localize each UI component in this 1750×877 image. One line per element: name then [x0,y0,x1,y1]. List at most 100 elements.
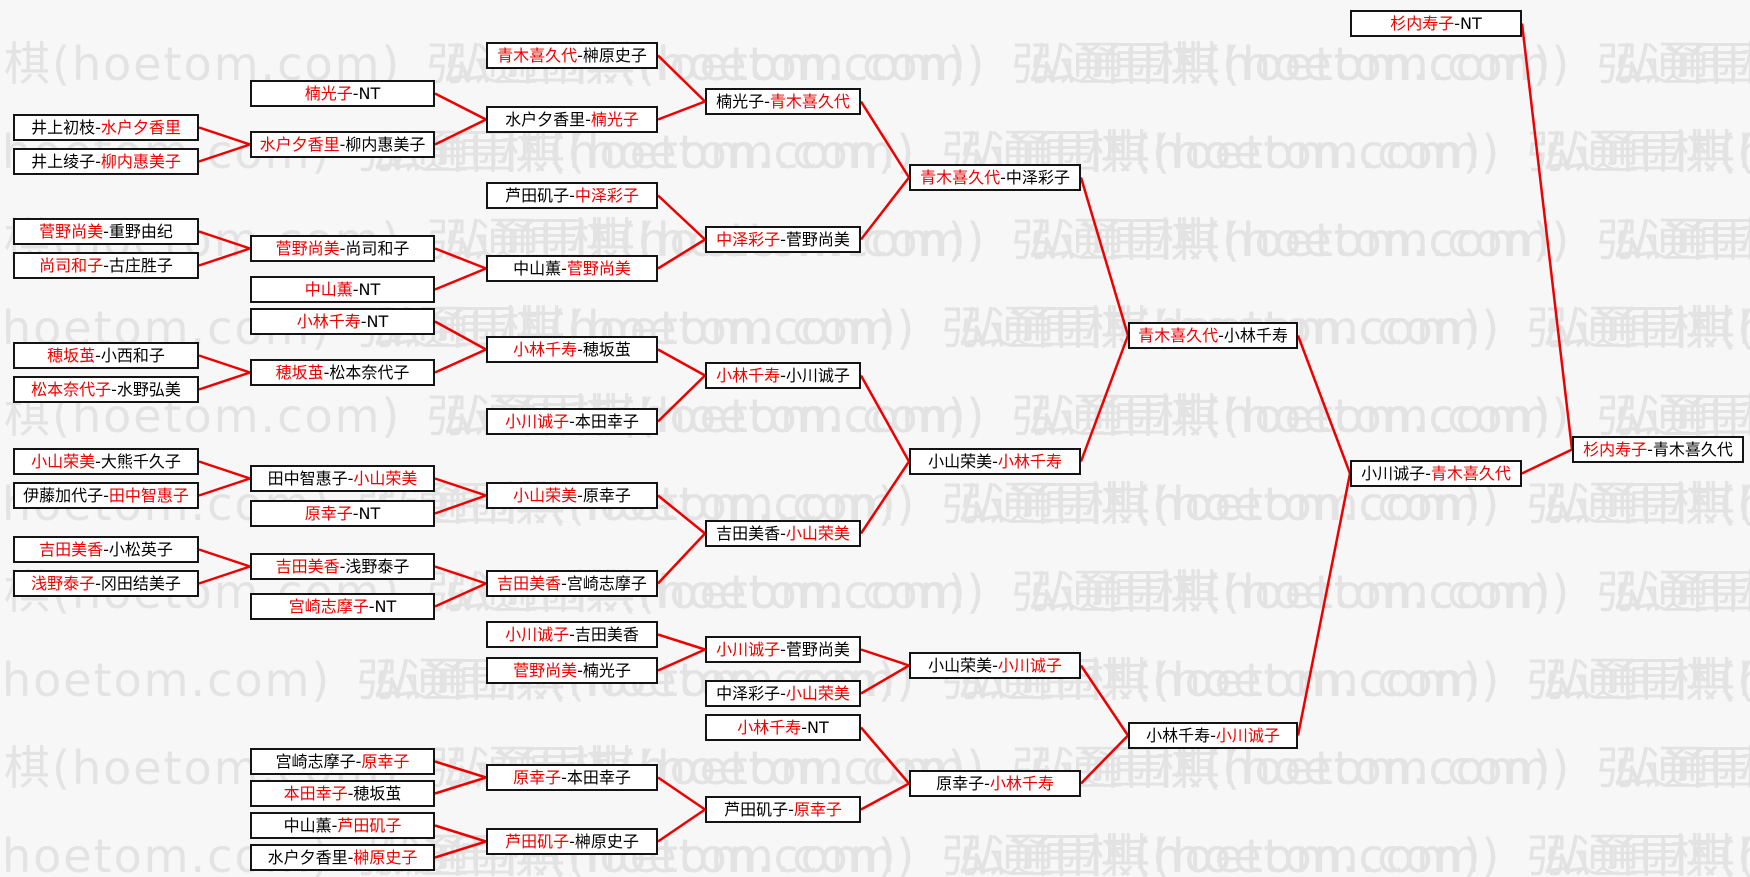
match-box-A9: 吉田美香-小松英子 [13,536,199,563]
match-box-E1: 青木喜久代-中泽彩子 [909,164,1081,191]
vs-dash: - [992,452,998,471]
player-name: 中泽彩子 [1005,168,1070,187]
vs-dash: - [368,597,375,616]
connector-B13-C12 [434,824,487,843]
player-name: 柳内惠美子 [345,135,426,154]
match-box-B11: 宫崎志摩子-原幸子 [250,748,435,775]
vs-dash: - [95,118,101,137]
connector-B10-C8 [434,582,487,608]
winner-name: 小林千寿 [716,366,781,385]
winner-name: 小山荣美 [785,524,850,543]
player-name: 本田幸子 [566,768,631,787]
connector-B11-C11 [434,760,487,779]
vs-dash: - [569,625,575,644]
player-name: 水户夕香里 [267,848,348,867]
connector-D7-E4 [860,726,910,785]
winner-name: 浅野泰子 [31,574,96,593]
match-box-B9: 吉田美香-浅野泰子 [250,553,435,580]
winner-name: 楠光子 [590,110,639,129]
winner-name: 小林千寿 [737,718,802,737]
match-box-C1: 青木喜久代-榊原史子 [486,42,658,69]
winner-name: 本田幸子 [283,784,348,803]
watermark-text: 弘通围棋(hoetom.com) 弘通围棋(hoetom.com) [1545,125,1750,179]
vs-dash: - [577,46,583,65]
match-box-G1: 小川诚子-青木喜久代 [1350,460,1522,487]
winner-name: 小川诚子 [505,412,570,431]
match-box-B5: 小林千寿-NT [250,308,435,335]
winner-name: 小山荣美 [513,486,578,505]
winner-name: 宫崎志摩子 [288,597,369,616]
winner-name: 小山荣美 [31,452,96,471]
connector-C9-D5 [657,633,706,651]
player-name: 宫崎志摩子 [566,574,647,593]
watermark-text: 弘通围棋(hoetom.com) 弘通围棋(hoetom.com) [1615,213,1750,267]
watermark-text: 弘通围棋(hoetom.com) 弘通围棋(hoetom.com) [960,829,1750,877]
match-box-D6: 中泽彩子-小山荣美 [705,680,861,707]
connector-C1-D1 [657,54,706,103]
connector-F2-G1 [1296,473,1352,736]
winner-name: 小林千寿 [513,340,578,359]
connector-B9-C8 [434,565,487,585]
player-name: 菅野尚美 [785,640,850,659]
winner-name: 原幸子 [304,504,353,523]
winner-name: 菅野尚美 [39,222,104,241]
winner-name: 小川诚子 [997,656,1062,675]
player-name: 中山薫 [283,816,332,835]
connector-A6-B6 [198,371,251,391]
connector-D2-E1 [860,176,910,241]
connector-C4-D2 [657,238,706,270]
vs-dash: - [569,412,575,431]
winner-name: 吉田美香 [497,574,562,593]
connector-B12-C11 [434,776,487,795]
player-name: 水野弘美 [116,380,181,399]
connector-E1-F1 [1079,177,1130,336]
match-box-D3: 小林千寿-小川诚子 [705,362,861,389]
match-box-C12: 芦田矶子-榊原史子 [486,828,658,855]
connector-A8-B7 [198,477,251,497]
match-box-D7: 小林千寿-NT [705,714,861,741]
player-name: 菅野尚美 [785,230,850,249]
match-box-D8: 芦田矶子-原幸子 [705,796,861,823]
winner-name: 松本奈代子 [31,380,112,399]
player-name: 原幸子 [582,486,631,505]
connector-D4-E2 [859,460,911,535]
vs-dash: - [352,84,359,103]
watermark-text: 弘通围棋(hoetom.com) 弘通围棋(hoetom.com) [960,125,1750,179]
winner-name: 吉田美香 [39,540,104,559]
watermark-text: 弘通围棋(hoetom.com) 弘通围棋(hoetom.com) [1615,741,1750,795]
winner-name: 小林千寿 [296,312,361,331]
vs-dash: - [347,784,354,803]
winner-name: 中泽彩子 [716,230,781,249]
player-name: 榊原史子 [574,832,639,851]
match-box-C11: 原幸子-本田幸子 [486,764,658,791]
match-box-C2: 水户夕香里-楠光子 [486,106,658,133]
connector-E4-F2 [1080,734,1129,785]
match-box-B3: 菅野尚美-尚司和子 [250,235,435,262]
connector-C11-D8 [657,776,706,811]
winner-name: 原幸子 [361,752,410,771]
vs-dash: - [561,574,567,593]
watermark-text: 弘通围棋(hoetom.com) 弘通围棋(hoetom.com) [1030,213,1750,267]
winner-name: 尚司和子 [39,256,104,275]
player-name: 小山荣美 [928,656,993,675]
vs-dash: - [103,486,109,505]
vs-dash: - [339,239,346,258]
connector-E3-F2 [1079,664,1130,737]
match-box-B1: 楠光子-NT [250,80,435,107]
watermark-text: 弘通围棋(hoetom.com) 弘通围棋(hoetom.com) [1545,301,1750,355]
match-box-H1: 杉内寿子-青木喜久代 [1572,436,1744,463]
watermark-text: 弘通围棋(hoetom.com) 弘通围棋(hoetom.com) [960,301,1750,355]
watermark-text: 弘通围棋(hoetom.com) 弘通围棋(hoetom.com) [0,37,968,91]
match-box-B13: 中山薫-芦田矶子 [250,812,435,839]
player-name: 芦田矶子 [505,186,570,205]
vs-dash: - [95,152,101,171]
vs-dash: - [569,832,575,851]
connector-B8-C7 [434,494,487,515]
vs-dash: - [984,774,990,793]
connector-F1-G1 [1296,335,1352,474]
match-box-B14: 水户夕香里-榊原史子 [250,844,435,871]
connector-B7-C7 [434,477,487,497]
vs-dash: - [788,800,794,819]
match-box-F2: 小林千寿-小川诚子 [1128,722,1298,749]
winner-name: 楠光子 [304,84,353,103]
